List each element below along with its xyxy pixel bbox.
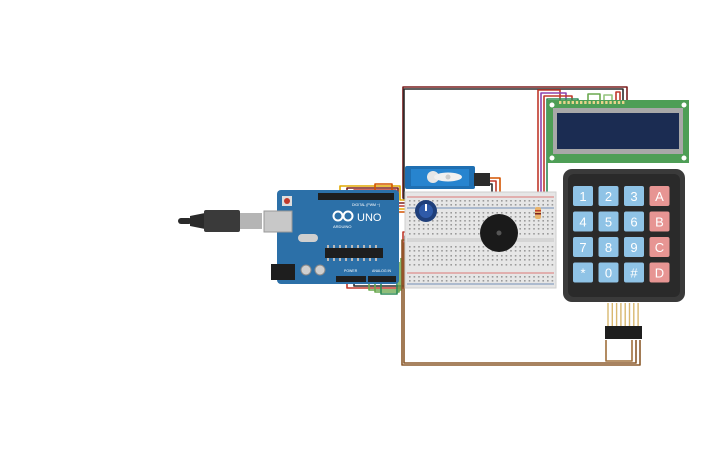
keypad-key-label: 0 [605, 266, 612, 281]
keypad-key-2[interactable]: 2 [598, 186, 619, 206]
arduino-brand-label: ARDUINO [333, 224, 351, 229]
wire-keypad-2 [605, 340, 633, 362]
wire-lcd-d7 [615, 91, 621, 103]
keypad-key-label: 5 [605, 215, 612, 230]
keypad-key-label: 4 [579, 215, 586, 230]
keypad-key-4[interactable]: 4 [573, 211, 593, 232]
resistor [535, 207, 541, 219]
keypad-key-0[interactable]: 0 [598, 262, 619, 283]
arduino-digital-header-label: DIGITAL (PWM ~) [352, 203, 380, 207]
keypad-key-label: * [580, 266, 585, 281]
potentiometer[interactable] [415, 200, 437, 222]
keypad-key-C[interactable]: C [649, 237, 670, 257]
keypad-key-label: 2 [605, 189, 612, 204]
keypad-key-3[interactable]: 3 [624, 186, 644, 206]
wire-lcd-d2 [540, 92, 567, 210]
lcd-pins [559, 101, 625, 104]
keypad-key-B[interactable]: B [649, 211, 670, 232]
keypad-connector [605, 303, 642, 339]
wire-lcd-d6 [603, 94, 613, 103]
wire-servo-power [490, 180, 497, 196]
wire-arduino-d2 [346, 187, 409, 204]
arduino-analog-header-label: ANALOG IN [372, 269, 392, 273]
keypad-key-A[interactable]: A [649, 186, 670, 206]
keypad-key-9[interactable]: 9 [624, 237, 644, 257]
servo-motor[interactable] [405, 166, 490, 189]
keypad-key-label: 9 [630, 240, 637, 255]
keypad-key-5[interactable]: 5 [598, 211, 619, 232]
keypad-key-label: B [655, 215, 664, 230]
keypad-4x4[interactable]: 1 2 3 A 4 5 6 B 7 8 9 C * 0 # D [563, 169, 685, 302]
keypad-key-label: 1 [579, 189, 586, 204]
keypad-key-D[interactable]: D [649, 262, 670, 283]
arduino-power-header-label: POWER [344, 269, 358, 273]
arduino-uno-board[interactable]: UNO ARDUINO DIGITAL (PWM ~) POWER ANALOG… [263, 190, 399, 284]
piezo-buzzer[interactable] [480, 214, 518, 252]
usb-cable [178, 210, 262, 232]
wire-servo-signal [490, 177, 501, 196]
lcd-screen [557, 113, 679, 149]
keypad-key-*[interactable]: * [573, 262, 593, 283]
keypad-key-8[interactable]: 8 [598, 237, 619, 257]
keypad-key-label: 3 [630, 189, 637, 204]
wire-keypad-loop [401, 239, 641, 366]
keypad-key-1[interactable]: 1 [573, 186, 593, 206]
keypad-key-6[interactable]: 6 [624, 211, 644, 232]
wire-arduino-a0 [368, 258, 402, 291]
lcd-display[interactable] [547, 100, 689, 163]
arduino-logo-icon [332, 210, 354, 222]
keypad-key-label: A [655, 189, 664, 204]
keypad-key-#[interactable]: # [624, 262, 644, 283]
keypad-key-7[interactable]: 7 [573, 237, 593, 257]
keypad-key-label: D [655, 266, 664, 281]
keypad-key-label: 6 [630, 215, 637, 230]
breadboard-holes [409, 200, 554, 282]
keypad-key-label: 7 [579, 240, 586, 255]
keypad-key-label: # [630, 266, 638, 281]
wire-arduino-d1 [339, 185, 409, 201]
keypad-key-label: 8 [605, 240, 612, 255]
keypad-key-label: C [655, 240, 664, 255]
wire-lcd-d5 [587, 93, 601, 103]
arduino-model-label: UNO [357, 212, 382, 224]
